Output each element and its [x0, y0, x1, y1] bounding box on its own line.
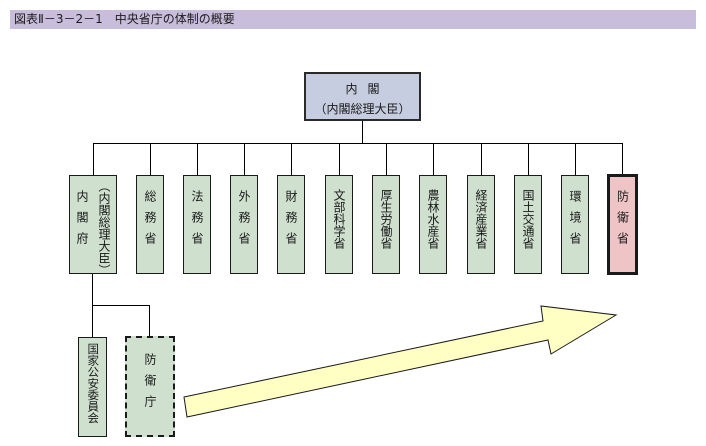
ministry-label: 農林水産省 [426, 189, 440, 249]
connector-line [149, 305, 150, 336]
connector-line [528, 143, 529, 175]
defense-agency-box: 防衛庁 [125, 336, 175, 437]
ministry-label: 外務省 [237, 190, 251, 253]
ministry-box-agriculture: 農林水産省 [419, 175, 447, 274]
connector-line [197, 143, 198, 175]
connector-line [244, 143, 245, 175]
ministry-label: 財務省 [284, 190, 298, 253]
connector-line [93, 143, 94, 175]
connector-line [93, 143, 623, 144]
connector-line [622, 143, 623, 175]
ministry-box-land-transport: 国土交通省 [514, 175, 542, 274]
ministry-label: 文部科学省 [332, 189, 346, 249]
ministry-label: 総務省 [143, 190, 157, 253]
connector-line [291, 143, 292, 175]
national-public-safety-commission-box: 国家公安委員会 [78, 337, 107, 437]
connector-line [362, 121, 363, 143]
connector-line [92, 305, 149, 306]
figure-title: 図表Ⅱ－3－2－1 中央省庁の体制の概要 [10, 10, 696, 29]
connector-line [339, 143, 340, 175]
cabinet-box: 内閣 （内閣総理大臣） [304, 72, 421, 121]
ministry-label: 経済産業省 [474, 189, 488, 249]
ministry-label: 法務省 [190, 190, 204, 253]
ministry-label: 厚生労働省 [379, 189, 393, 249]
cabinet-office-subtitle: （内閣総理大臣） [97, 180, 111, 276]
connector-line [433, 143, 434, 175]
connector-line [481, 143, 482, 175]
transition-arrow-shape [183, 305, 618, 418]
ministry-box-health-labour: 厚生労働省 [372, 175, 400, 274]
ministry-box-justice: 法務省 [183, 175, 211, 274]
ministry-box-economy: 経済産業省 [467, 175, 495, 274]
ministry-box-internal-affairs: 総務省 [136, 175, 164, 274]
connector-line [575, 143, 576, 175]
ministry-box-education: 文部科学省 [325, 175, 353, 274]
agency-label: 防衛庁 [143, 353, 157, 416]
cabinet-office-label: 内閣府 [75, 190, 89, 253]
ministry-box-environment: 環境省 [561, 175, 589, 274]
cabinet-subtitle: （内閣総理大臣） [314, 102, 411, 116]
ministry-label: 国土交通省 [521, 189, 535, 249]
ministry-box-defense: 防衛省 [607, 174, 638, 275]
ministry-box-foreign-affairs: 外務省 [230, 175, 258, 274]
connector-line [386, 143, 387, 175]
ministry-box-finance: 財務省 [277, 175, 305, 274]
ministry-label: 環境省 [568, 190, 582, 253]
cabinet-office-box: 内閣府 （内閣総理大臣） [69, 175, 117, 276]
agency-label: 国家公安委員会 [86, 343, 101, 424]
connector-line [150, 143, 151, 175]
cabinet-label: 内閣 [345, 82, 390, 96]
ministry-label: 防衛省 [615, 190, 630, 253]
